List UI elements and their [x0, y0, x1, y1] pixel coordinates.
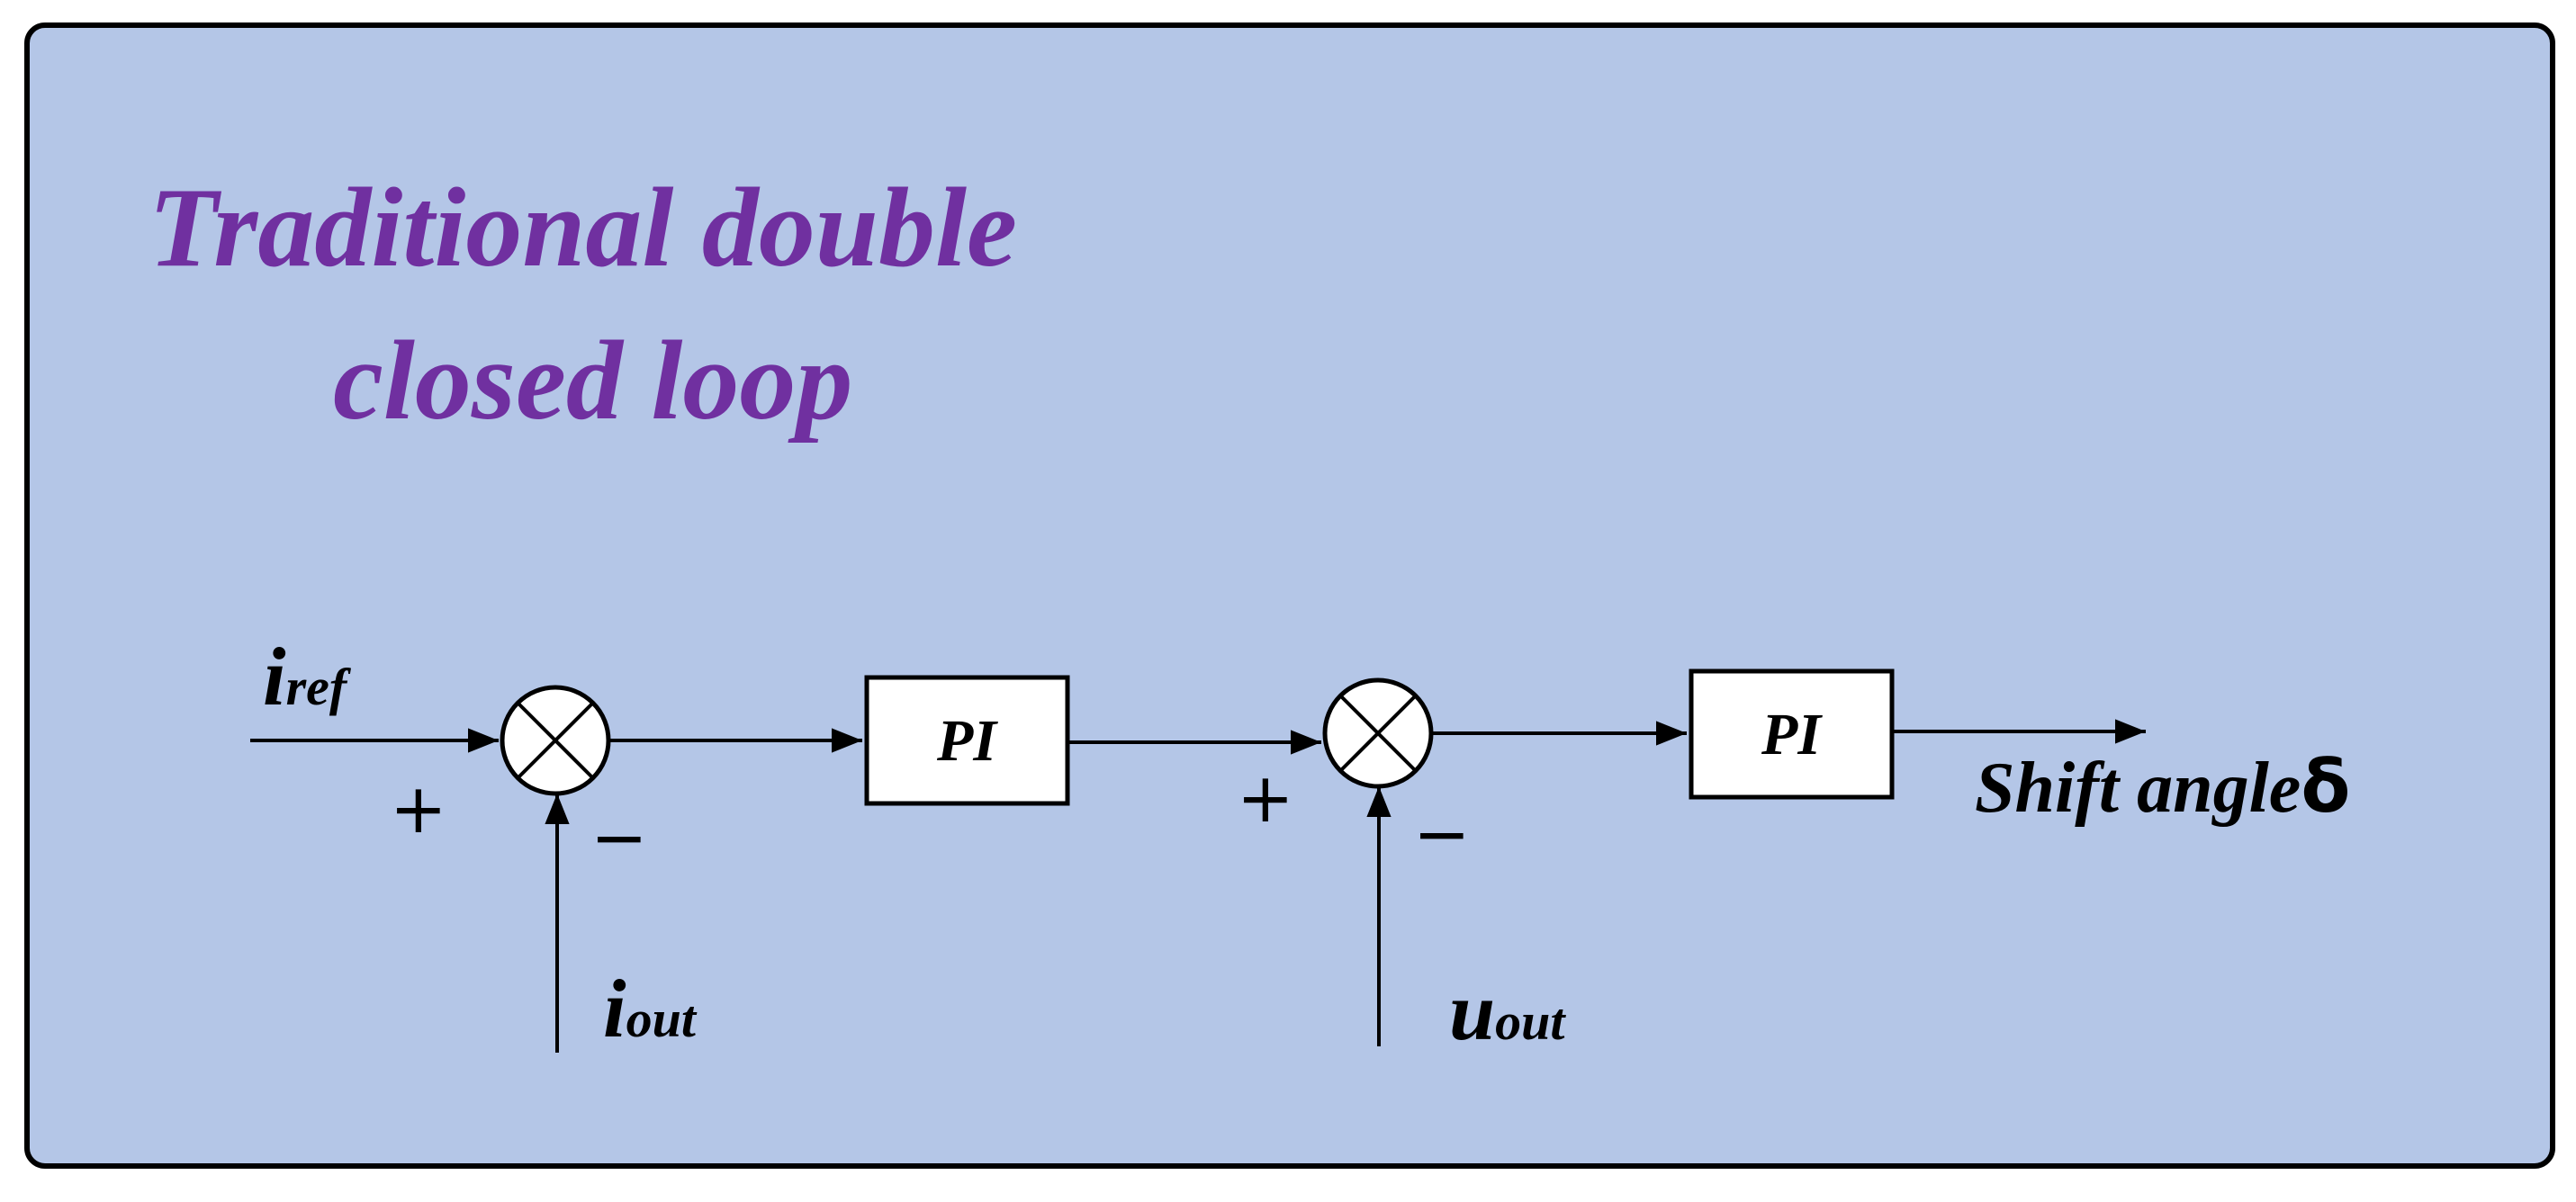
summing-junction-2 — [1322, 677, 1434, 789]
iout-label: iout — [603, 963, 698, 1054]
iref-label: iref — [263, 631, 352, 722]
sum1-plus-sign: + — [390, 768, 447, 848]
pi-block-2-label: PI — [1761, 702, 1823, 767]
output-label: Shift angleδ — [1975, 745, 2350, 829]
delta-symbol: δ — [2301, 745, 2350, 829]
title-line-2: closed loop — [333, 318, 852, 444]
sum2-minus-sign: − — [1413, 794, 1471, 874]
background-panel — [24, 22, 2555, 1169]
pi-block-2 — [1689, 668, 1895, 800]
uout-label: uout — [1449, 965, 1566, 1057]
summing-junction-1 — [500, 685, 611, 796]
sum1-minus-sign: − — [590, 797, 648, 877]
pi-block-1 — [864, 675, 1070, 806]
pi-block-1-label: PI — [936, 708, 998, 774]
title-line-1: Traditional double — [149, 166, 1017, 291]
sum2-plus-sign: + — [1237, 758, 1294, 838]
